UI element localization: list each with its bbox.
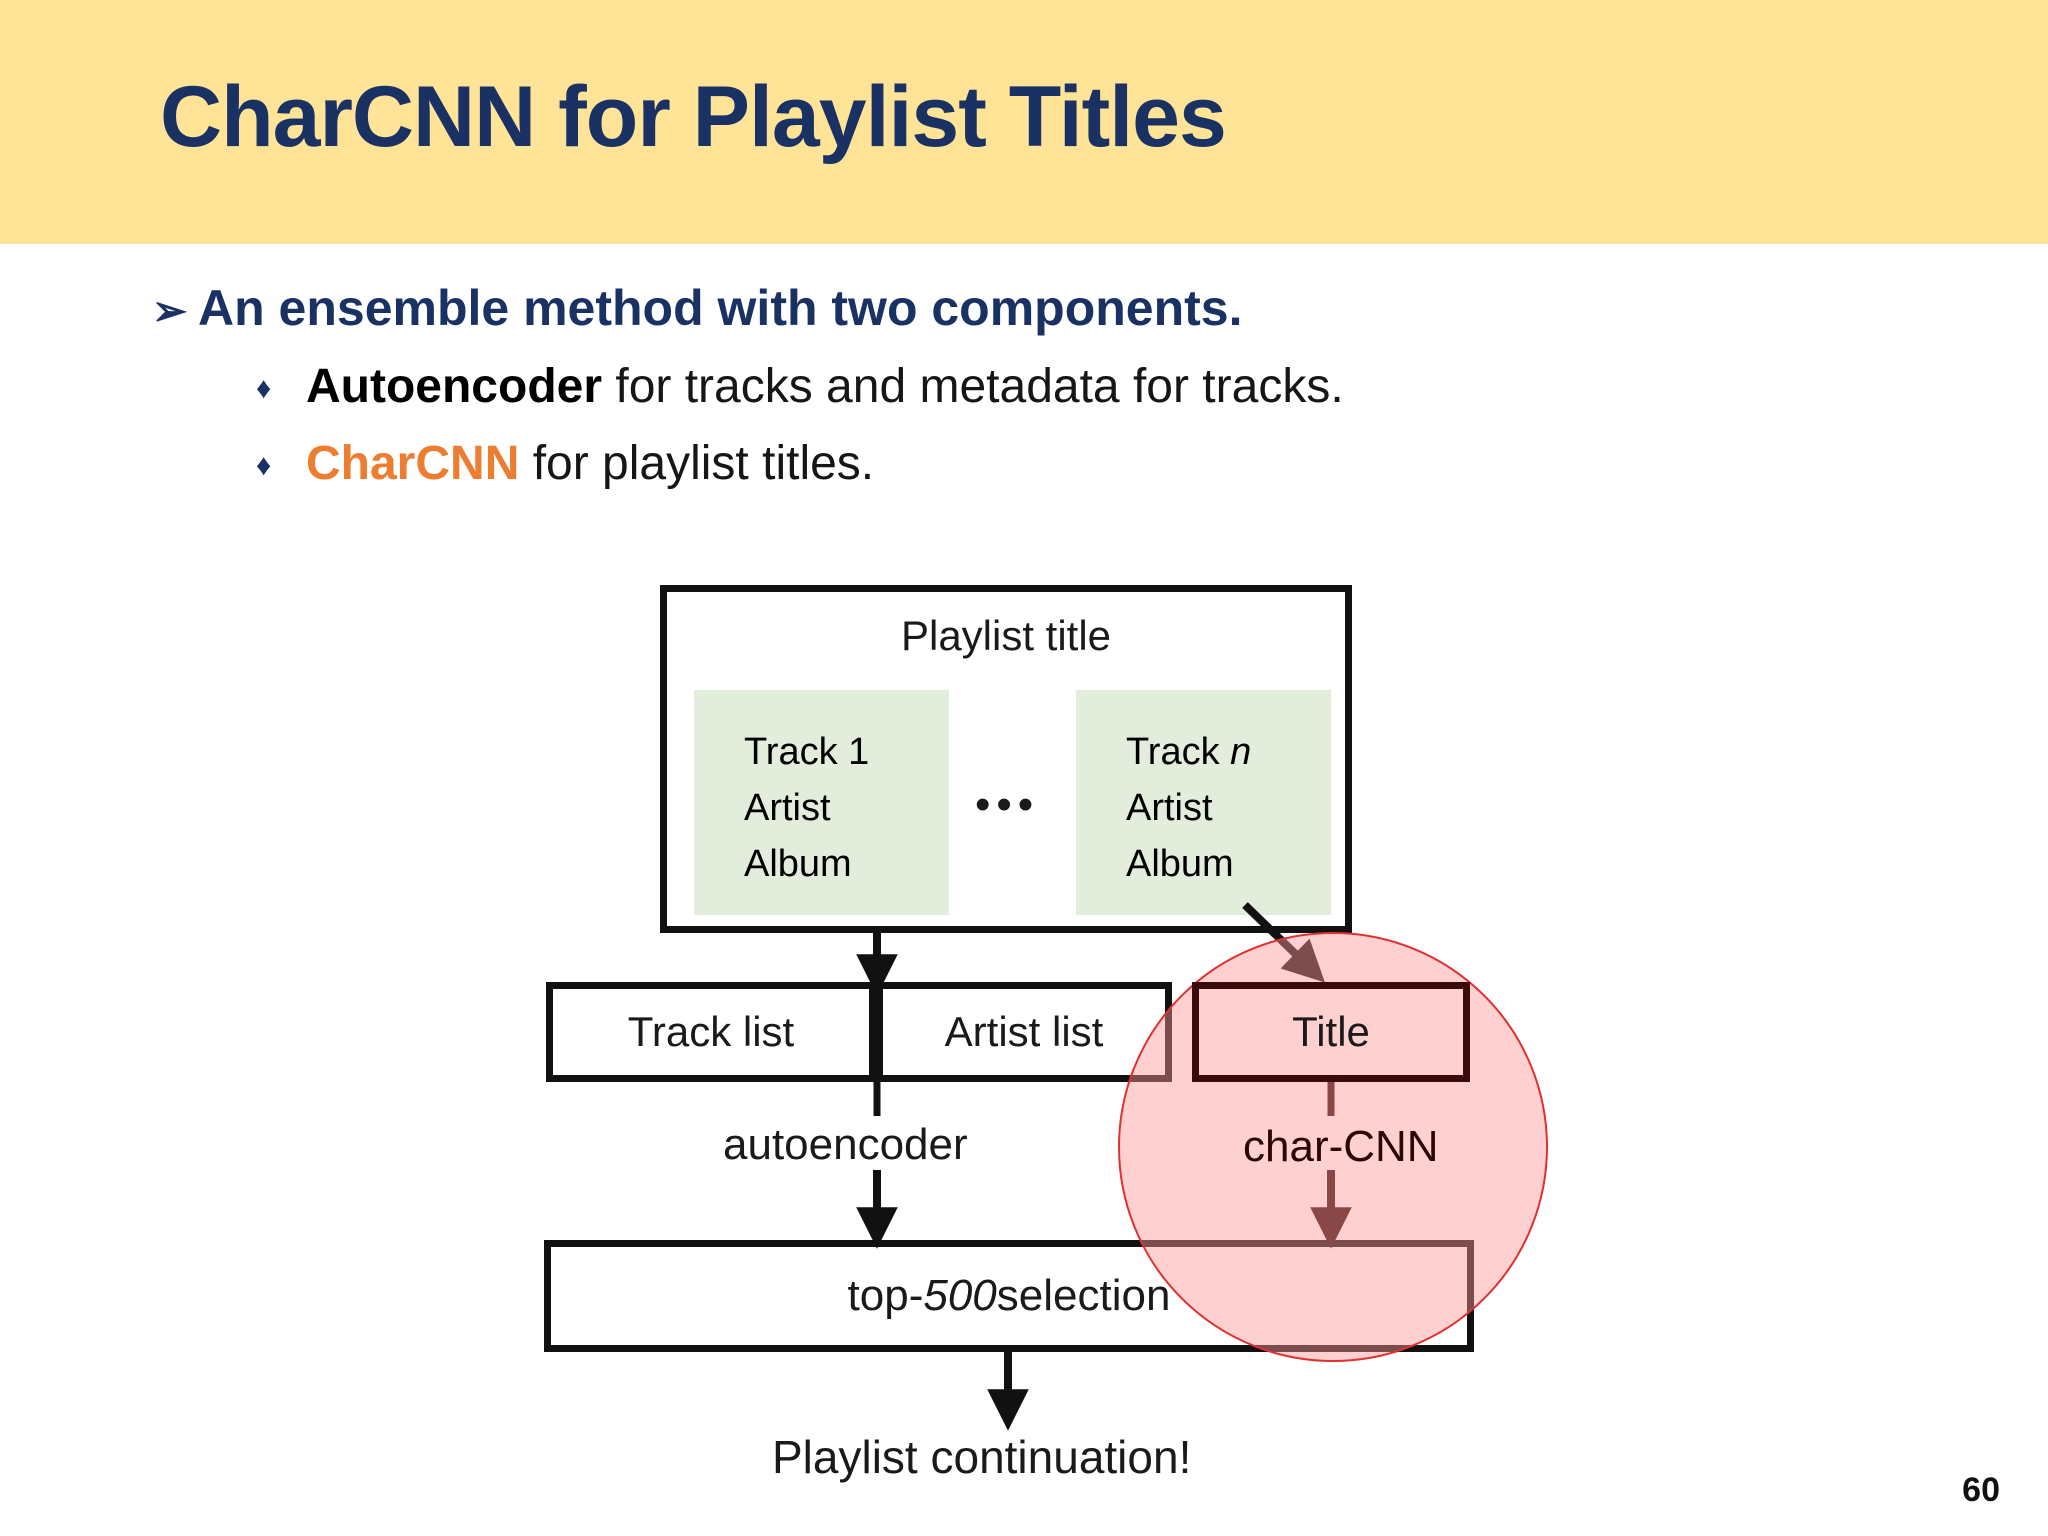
- bullet-list: ➢An ensemble method with two components.…: [0, 280, 2048, 493]
- top500-prefix: top-: [847, 1271, 924, 1320]
- bullet-lead-autoencoder: Autoencoder: [306, 359, 603, 413]
- arrow-bullet-icon: ➢: [152, 287, 188, 334]
- playlist-continuation-label: Playlist continuation!: [772, 1431, 1192, 1483]
- bullet-level1-text: An ensemble method with two components.: [198, 280, 1243, 336]
- track-card-1-album: Album: [744, 843, 852, 885]
- charcnn-edge-label: char-CNN: [1243, 1122, 1439, 1171]
- bullet-lead-charcnn: CharCNN: [306, 437, 520, 491]
- track-card-n-line1: Track n: [1126, 731, 1252, 773]
- charcnn-highlight-circle: [1118, 932, 1548, 1362]
- page-number: 60: [1962, 1471, 2000, 1509]
- bullet-rest-autoencoder: for tracks and metadata for tracks.: [602, 359, 1344, 413]
- track-card-n-artist: Artist: [1126, 787, 1213, 829]
- artist-list-box: Artist list: [876, 982, 1172, 1082]
- diamond-bullet-icon: ♦: [256, 371, 272, 405]
- bullet-rest-charcnn: for playlist titles.: [519, 437, 875, 491]
- track-card-n-album: Album: [1126, 843, 1234, 885]
- page-title: CharCNN for Playlist Titles: [160, 69, 1227, 165]
- bullet-level1: ➢An ensemble method with two components.: [152, 280, 2048, 338]
- playlist-title-label: Playlist title: [900, 612, 1112, 659]
- track-card-n: Track n Artist Album: [1076, 690, 1331, 915]
- top500-number: 500: [923, 1271, 997, 1320]
- autoencoder-edge-label: autoencoder: [723, 1120, 968, 1169]
- bullet-level2-charcnn: ♦ CharCNN for playlist titles.: [256, 435, 2048, 493]
- diamond-bullet-icon: ♦: [256, 449, 272, 483]
- track-card-1-artist: Artist: [744, 787, 831, 829]
- track-card-1-line1: Track 1: [744, 731, 870, 773]
- bullet-level2-autoencoder: ♦ Autoencoder for tracks and metadata for…: [256, 358, 2048, 416]
- track-list-box: Track list: [546, 982, 876, 1082]
- title-band: [0, 0, 2048, 244]
- title-box: Title: [1192, 982, 1470, 1082]
- track-card-1: Track 1 Artist Album: [694, 690, 949, 915]
- top500-suffix: selection: [996, 1271, 1171, 1320]
- ellipsis-icon: •••: [975, 780, 1040, 829]
